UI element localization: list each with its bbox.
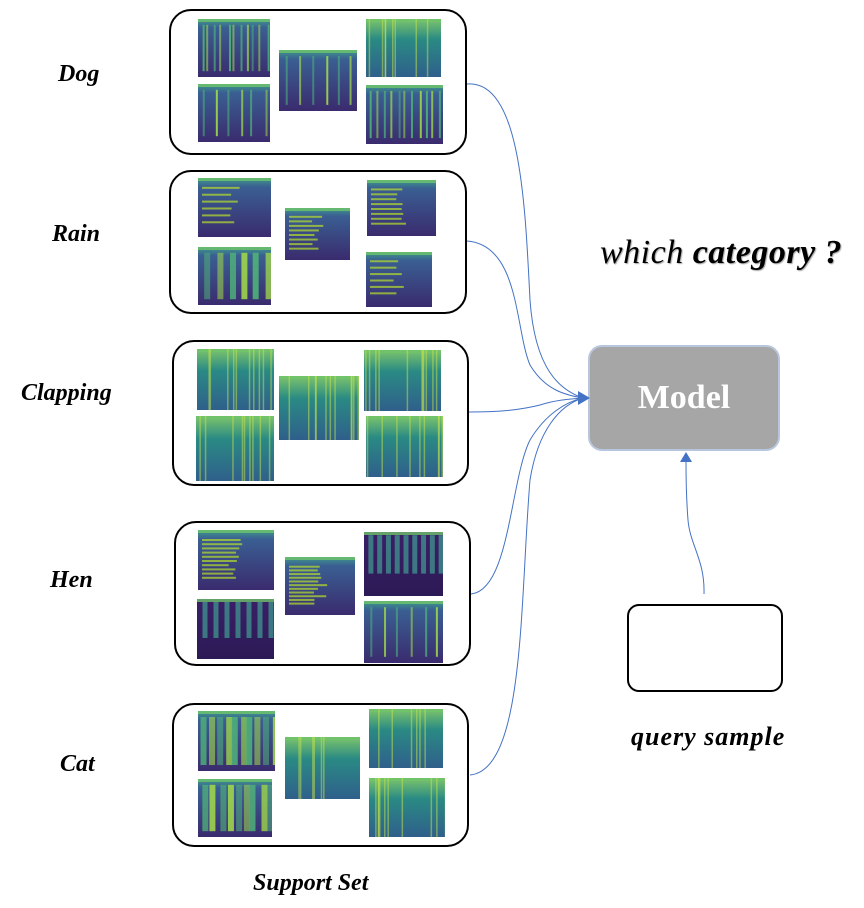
connector-rain	[466, 240, 584, 399]
question-suffix: ?	[815, 234, 843, 271]
spectrogram-dog-2	[366, 19, 441, 77]
spectrogram-cat-21	[285, 737, 360, 799]
category-label-dog: Dog	[58, 61, 100, 87]
spectrogram-clapping-11	[279, 376, 359, 440]
connector-cat	[469, 397, 584, 776]
spectrogram-dog-4	[366, 85, 443, 144]
category-label-cat: Cat	[60, 751, 95, 777]
spectrogram-dog-0	[198, 19, 270, 77]
spectrogram-rain-9	[366, 252, 432, 307]
spectrogram-cat-24	[369, 778, 445, 837]
spectrogram-rain-8	[198, 247, 271, 305]
spectrogram-clapping-10	[197, 349, 274, 410]
connector-query	[685, 461, 705, 595]
connector-clapping	[468, 397, 584, 413]
spectrogram-hen-17	[364, 532, 443, 596]
spectrogram-cat-23	[198, 779, 272, 837]
connector-hen	[470, 397, 584, 595]
spectrogram-hen-16	[285, 557, 355, 615]
arrow-head-query	[680, 452, 692, 462]
spectrogram-rain-6	[285, 208, 350, 260]
spectrogram-cat-22	[369, 709, 443, 768]
spectrogram-clapping-14	[366, 416, 443, 477]
question-emphasis: category	[692, 234, 816, 271]
category-label-hen: Hen	[50, 567, 93, 593]
spectrogram-hen-15	[198, 530, 274, 590]
spectrogram-dog-1	[279, 50, 357, 111]
spectrogram-cat-20	[198, 711, 275, 771]
spectrogram-hen-19	[364, 601, 443, 663]
spectrogram-rain-7	[367, 180, 436, 236]
category-label-clapping: Clapping	[21, 380, 112, 406]
category-question: which category ?	[600, 234, 842, 272]
spectrogram-clapping-12	[364, 350, 441, 411]
spectrogram-clapping-13	[196, 416, 274, 481]
connector-dog	[466, 83, 584, 399]
spectrogram-dog-3	[198, 84, 270, 142]
spectrogram-rain-5	[198, 178, 271, 237]
model-box: Model	[588, 345, 780, 451]
spectrogram-hen-18	[197, 599, 274, 659]
support-set-label: Support Set	[253, 870, 369, 896]
query-sample-box	[627, 604, 783, 692]
category-label-rain: Rain	[52, 221, 101, 247]
arrow-head-model	[578, 391, 590, 405]
question-prefix: which	[600, 234, 693, 271]
query-sample-label: query sample	[631, 722, 786, 751]
